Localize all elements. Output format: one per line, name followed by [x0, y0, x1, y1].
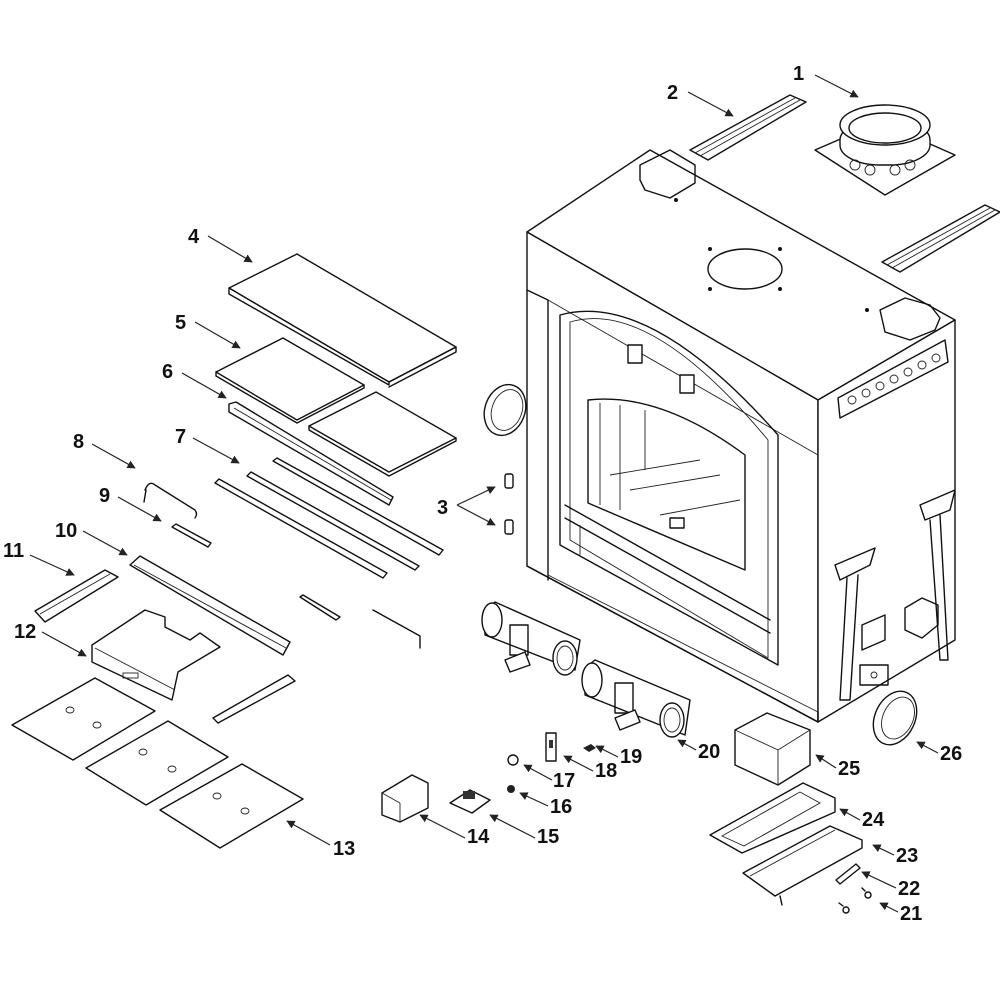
part-14-terminal-block[interactable]: [381, 774, 429, 823]
callout-18: 18: [595, 760, 617, 782]
part-13-floor-brick-c[interactable]: [159, 763, 304, 849]
part-15-control-board[interactable]: [449, 789, 491, 814]
part-17-knob[interactable]: [507, 754, 519, 766]
callout-11: 11: [3, 540, 24, 562]
part-13-floor-brick-b[interactable]: [85, 720, 229, 806]
callout-4: 4: [188, 226, 200, 248]
callout-1: 1: [793, 63, 804, 85]
part-6-support-channel[interactable]: [228, 401, 394, 506]
callout-8: 8: [73, 431, 84, 453]
callout-2: 2: [667, 82, 678, 104]
part-11-short-channel-b[interactable]: [212, 674, 296, 724]
vent-holes: [847, 353, 941, 405]
part-10-long-channel[interactable]: [129, 555, 291, 656]
callout-23: 23: [896, 845, 918, 867]
part-26-outside-air-collar[interactable]: [865, 684, 925, 752]
callout-14: 14: [467, 826, 490, 848]
callout-21: 21: [900, 903, 922, 925]
callout-arrows: [29, 74, 939, 913]
part-18-switch-plate[interactable]: [545, 732, 557, 762]
callout-26: 26: [940, 743, 962, 765]
part-11-short-channel[interactable]: [34, 569, 119, 623]
callout-17: 17: [553, 770, 575, 792]
part-2-rail-lower[interactable]: [881, 204, 1000, 273]
callout-20: 20: [698, 741, 720, 763]
rod-handle-b[interactable]: [372, 609, 421, 649]
part-9-pin[interactable]: [171, 523, 212, 548]
callout-16: 16: [550, 796, 572, 818]
callout-24: 24: [862, 809, 885, 831]
part-2-rail-upper[interactable]: [689, 94, 807, 161]
callout-6: 6: [162, 361, 173, 383]
part-20-blower-a[interactable]: [481, 601, 581, 676]
callout-22: 22: [898, 878, 920, 900]
callout-25: 25: [838, 758, 860, 780]
part-16-knob-small[interactable]: [507, 785, 515, 793]
part-3-fasteners[interactable]: [504, 473, 514, 535]
callout-12: 12: [14, 621, 36, 643]
part-4-baffle-board[interactable]: [228, 253, 457, 388]
part-20-blower-b[interactable]: [581, 659, 691, 738]
part-5-baffle-panel-a[interactable]: [215, 337, 365, 424]
part-13-floor-brick-a[interactable]: [11, 677, 156, 761]
callout-5: 5: [175, 312, 186, 334]
part-5-baffle-panel-b[interactable]: [308, 391, 457, 477]
part-1-flue-collar[interactable]: [814, 104, 956, 196]
small-rod[interactable]: [299, 594, 341, 621]
part-21-eyelet[interactable]: [838, 887, 872, 914]
part-25-bracket-box[interactable]: [734, 712, 811, 786]
callout-10: 10: [55, 520, 77, 542]
part-8-rod-handle[interactable]: [143, 482, 198, 519]
part-22-igniter[interactable]: [835, 863, 861, 885]
callout-13: 13: [333, 838, 355, 860]
part-19-sensor[interactable]: [583, 744, 596, 752]
part-12-ash-tray[interactable]: [91, 609, 221, 701]
callout-19: 19: [620, 746, 642, 768]
callout-3: 3: [437, 497, 448, 519]
callout-15: 15: [537, 826, 559, 848]
firebox-body: [483, 149, 956, 723]
part-7-air-tubes[interactable]: [214, 457, 444, 579]
callout-9: 9: [99, 485, 110, 507]
callout-7: 7: [175, 426, 186, 448]
part-23-burner-tray[interactable]: [742, 825, 863, 906]
part-24-burner-frame[interactable]: [709, 782, 836, 854]
